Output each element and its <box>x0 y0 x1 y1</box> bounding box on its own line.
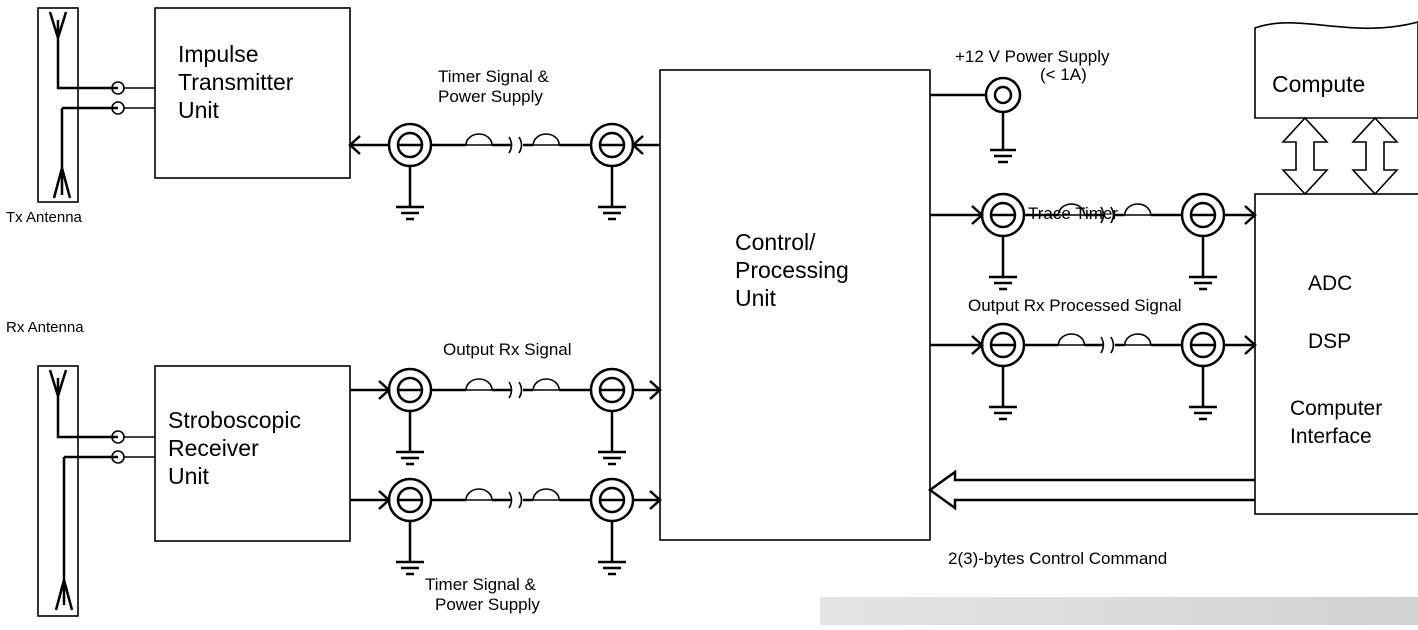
cable-break-icon <box>508 491 523 509</box>
arrow-right-icon <box>378 380 391 400</box>
cable-loop <box>1057 203 1086 216</box>
cable-break-icon <box>508 136 523 154</box>
cable-loop <box>465 133 493 146</box>
cable-loop <box>532 378 561 391</box>
arrow-right-icon <box>1244 335 1257 355</box>
arrow-right-icon <box>649 380 662 400</box>
cable-loop <box>532 133 561 146</box>
data-bus-arrows <box>1281 116 1399 196</box>
control-command-label: 2(3)-bytes Control Command <box>948 549 1167 568</box>
arrow-right-icon <box>971 205 984 225</box>
cable-loop <box>1123 333 1152 346</box>
adc-label: ADC <box>1308 272 1352 295</box>
cable-break-icon <box>1100 336 1115 354</box>
timer-power-top-label: Timer Signal &Power Supply <box>438 67 550 106</box>
tx-antenna-icon <box>37 7 155 203</box>
transmitter-block <box>154 7 351 179</box>
output-rx-label: Output Rx Signal <box>443 340 572 359</box>
computer-block <box>1254 21 1418 119</box>
tx-antenna-label: Tx Antenna <box>6 209 83 226</box>
cable-break-icon <box>508 381 523 399</box>
power-supply-connector <box>930 76 1022 164</box>
coax-links <box>348 122 1257 576</box>
cable-loop <box>465 488 493 501</box>
arrow-left-icon <box>631 135 644 155</box>
cable-loop <box>465 378 493 391</box>
power-supply-label: +12 V Power Supply(< 1A) <box>955 47 1110 84</box>
arrow-right-icon <box>1244 205 1257 225</box>
rx-antenna-label: Rx Antenna <box>6 319 84 336</box>
cable-loop <box>532 488 561 501</box>
control-command-arrow <box>927 469 1255 511</box>
cable-loop <box>1057 333 1086 346</box>
arrow-right-icon <box>378 490 391 510</box>
rx-antenna-icon <box>37 365 155 617</box>
cable-break-icon <box>1100 206 1115 224</box>
arrow-left-icon <box>348 135 361 155</box>
output-rx-processed-label: Output Rx Processed Signal <box>968 296 1182 315</box>
trace-timer-label: Trace Timer <box>1028 204 1118 223</box>
control-processing-block <box>659 69 931 541</box>
arrow-right-icon <box>649 490 662 510</box>
background-smudge <box>820 597 1418 625</box>
arrow-right-icon <box>971 335 984 355</box>
timer-power-bottom-label: Timer Signal &Power Supply <box>425 575 540 614</box>
computer-top-label: Compute <box>1272 71 1365 97</box>
dsp-label: DSP <box>1308 330 1351 353</box>
cable-loop <box>1123 203 1152 216</box>
adc-dsp-block <box>1254 193 1418 515</box>
receiver-block <box>154 365 351 542</box>
